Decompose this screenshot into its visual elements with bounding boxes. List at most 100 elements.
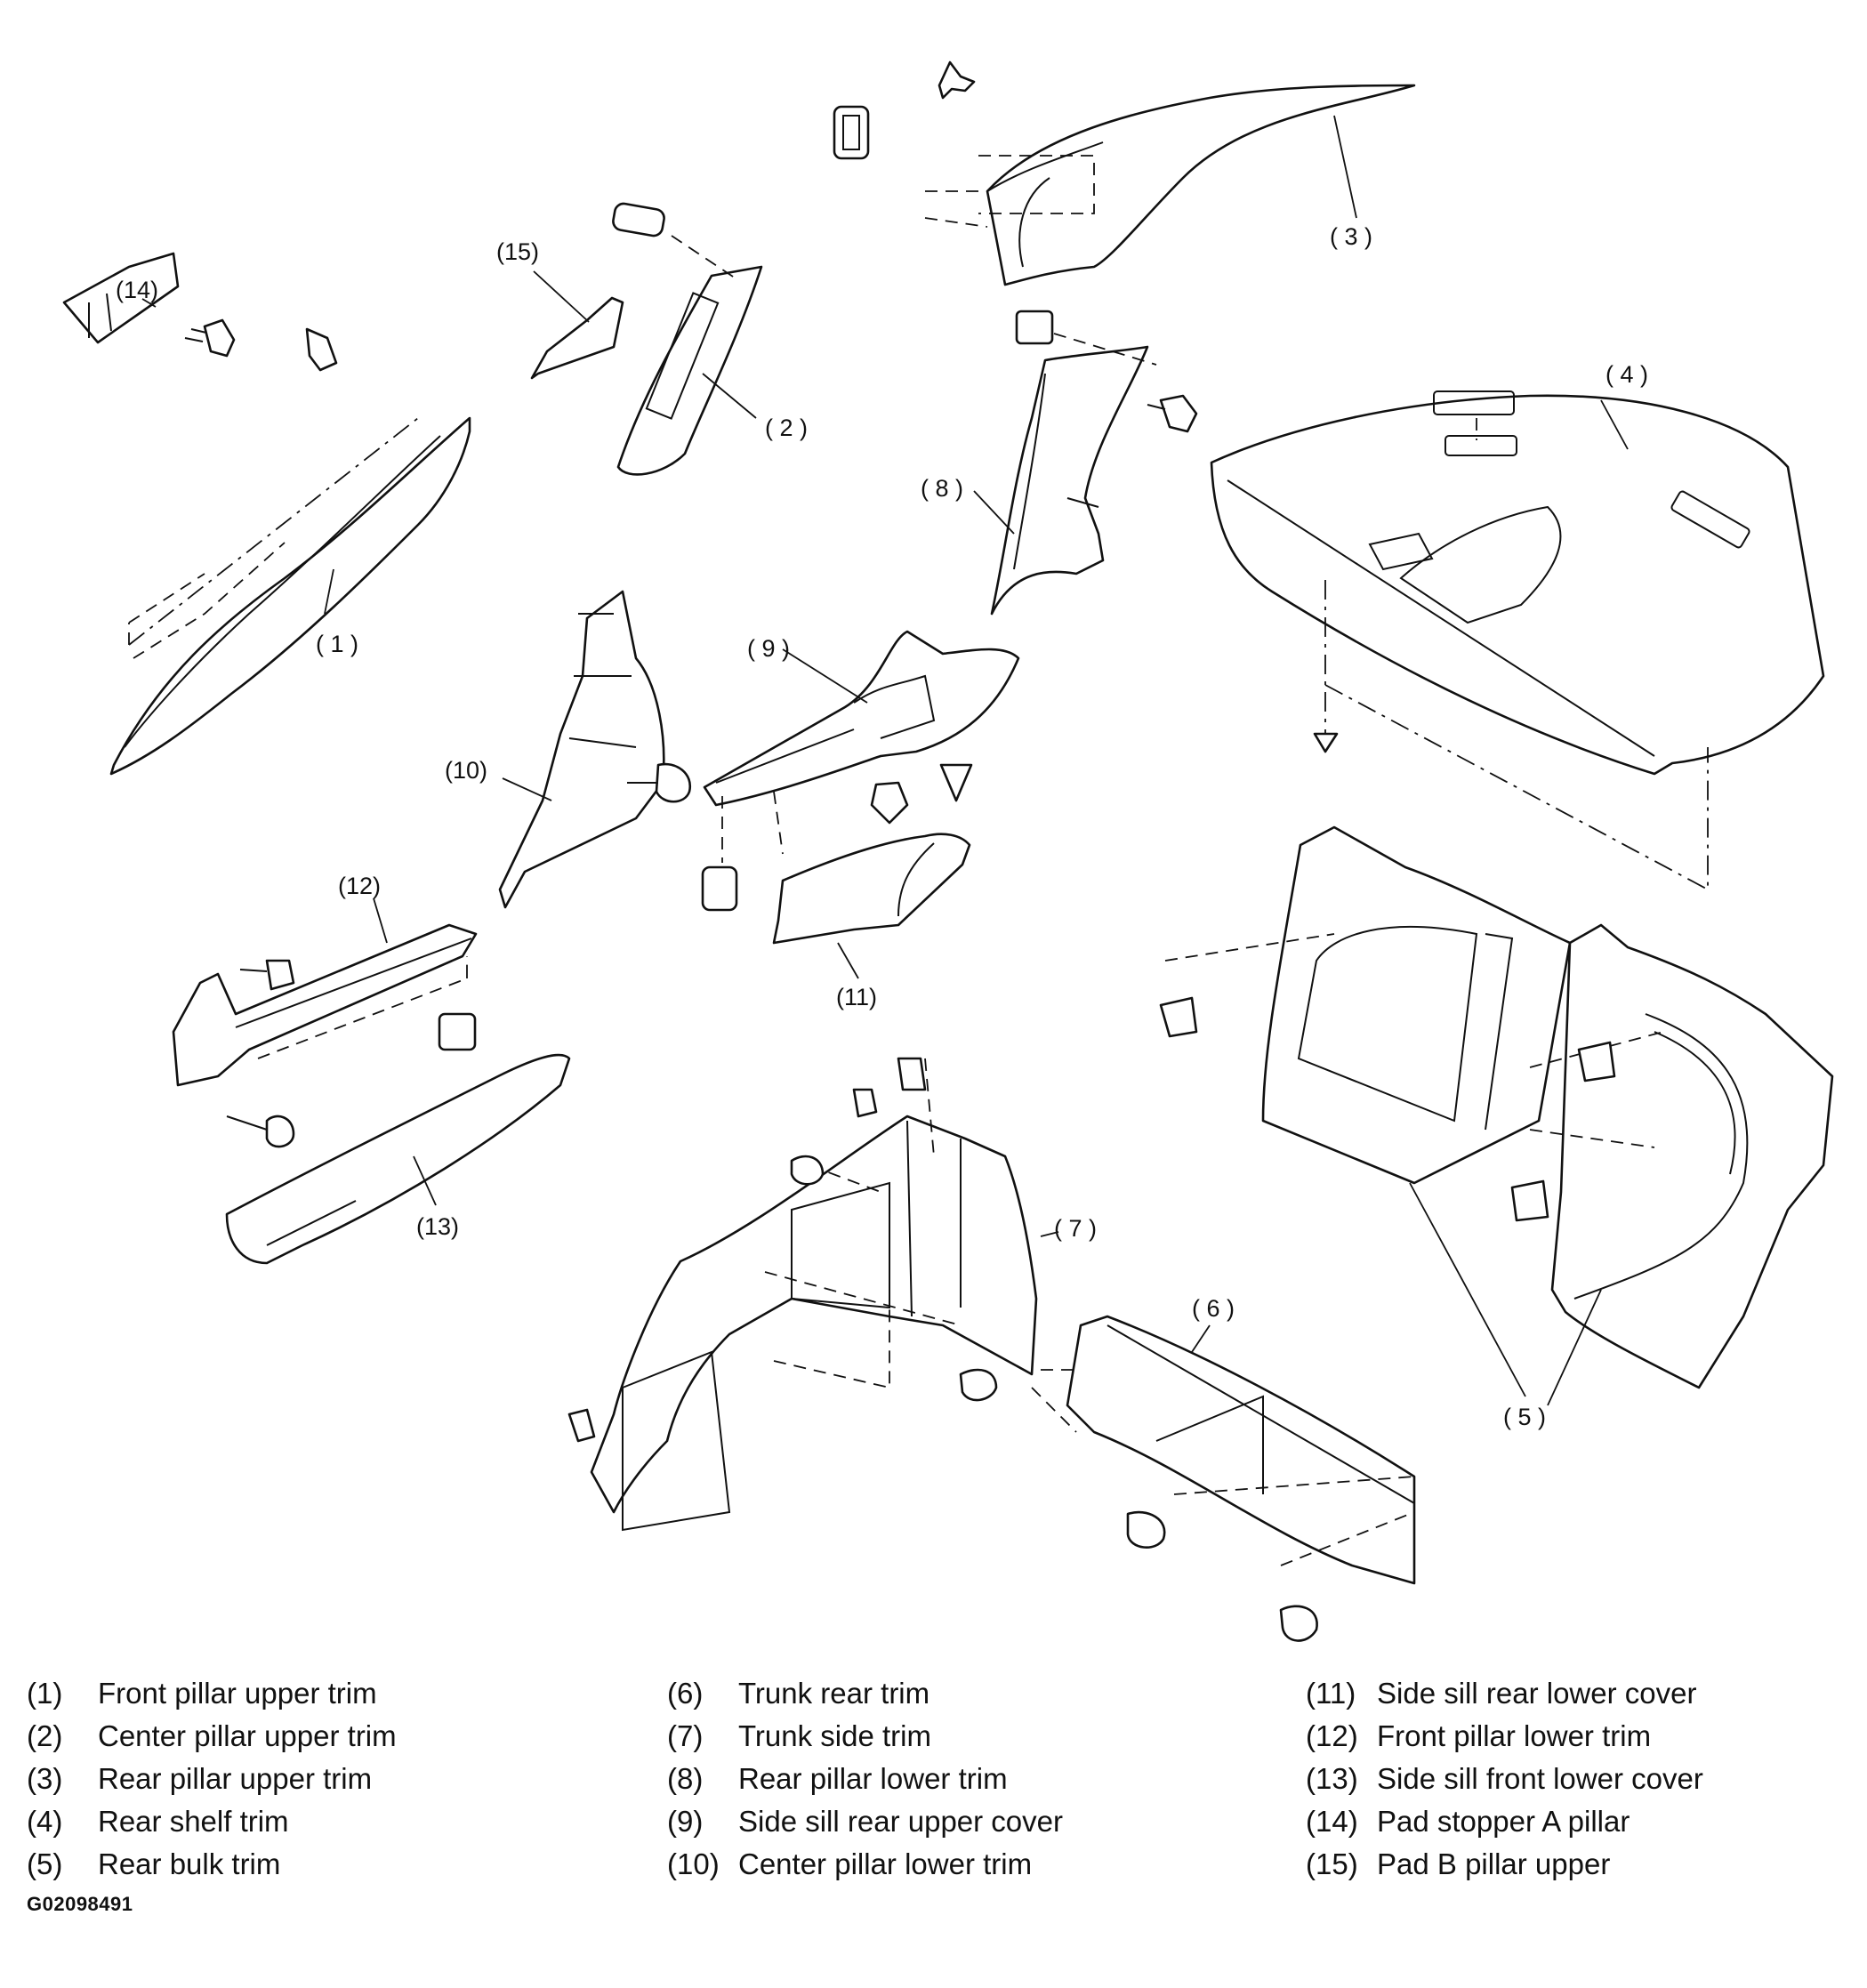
parts-legend: (1) Front pillar upper trim (2) Center pil… <box>27 1672 1841 1895</box>
legend-number: (15) <box>1306 1847 1358 1880</box>
legend-item: (13) Side sill front lower cover <box>1306 1758 1703 1800</box>
clip-1 <box>305 327 338 372</box>
legend-label: Side sill rear lower cover <box>1377 1677 1697 1710</box>
legend-number: (14) <box>1306 1805 1358 1838</box>
legend-label: Side sill rear upper cover <box>738 1805 1063 1838</box>
part-6-trunk-rear-trim <box>1031 1315 1416 1585</box>
part-11-side-sill-rear-lower-cover <box>772 833 971 979</box>
legend-label: Pad stopper A pillar <box>1377 1805 1630 1838</box>
callout-7: ( 7 ) <box>1054 1215 1097 1242</box>
callout-4: ( 4 ) <box>1605 361 1648 388</box>
part-2-center-pillar-upper-trim <box>616 235 763 476</box>
legend-label: Center pillar lower trim <box>738 1847 1033 1880</box>
legend-label: Rear bulk trim <box>98 1847 281 1880</box>
legend-item: (5) Rear bulk trim <box>27 1843 397 1886</box>
part-10-center-pillar-lower-trim <box>498 590 665 909</box>
legend-item: (3) Rear pillar upper trim <box>27 1758 397 1800</box>
legend-label: Rear pillar upper trim <box>98 1762 373 1795</box>
clip-5a <box>1159 996 1198 1038</box>
legend-item: (1) Front pillar upper trim <box>27 1672 397 1715</box>
clip-7d <box>567 1408 596 1443</box>
part-9-side-sill-rear-upper-cover <box>703 630 1020 863</box>
legend-label: Rear shelf trim <box>98 1805 289 1838</box>
figure-code: G02098491 <box>27 1893 133 1915</box>
clip-7c <box>959 1368 998 1402</box>
legend-label: Center pillar upper trim <box>98 1719 397 1752</box>
legend-label: Trunk side trim <box>738 1719 931 1752</box>
clip-2 <box>612 202 665 237</box>
legend-column-2: (6) Trunk rear trim (7)Trunk side trim (8… <box>667 1672 1063 1886</box>
part-5-rear-bulk-trim-left <box>1164 825 1572 1397</box>
part-15-pad-b-pillar-upper <box>530 270 624 380</box>
legend-item: (9) Side sill rear upper cover <box>667 1800 1063 1843</box>
legend-item: (15) Pad B pillar upper <box>1306 1843 1703 1886</box>
clip-12 <box>438 1012 477 1051</box>
callout-15: (15) <box>496 238 539 265</box>
callout-8: ( 8 ) <box>921 475 963 502</box>
part-13-side-sill-front-lower-cover <box>225 1053 571 1265</box>
part-14-pad-stopper <box>62 252 180 344</box>
callout-2: ( 2 ) <box>765 415 808 441</box>
legend-label: Trunk rear trim <box>738 1677 930 1710</box>
clip-7b <box>790 1155 825 1186</box>
legend-number: (2) <box>27 1719 63 1752</box>
legend-item: (8)Rear pillar lower trim <box>667 1758 1063 1800</box>
clip-3a <box>938 60 976 100</box>
part-4-rear-shelf-trim <box>1210 390 1825 891</box>
clip-9a <box>870 781 909 825</box>
legend-item: (10) Center pillar lower trim <box>667 1843 1063 1886</box>
legend-number: (9) <box>667 1805 704 1838</box>
legend-item: (2) Center pillar upper trim <box>27 1715 397 1758</box>
part-7-trunk-side-trim <box>590 1058 1059 1532</box>
clip-9b <box>939 763 973 802</box>
legend-number: (12) <box>1306 1719 1358 1752</box>
legend-column-1: (1) Front pillar upper trim (2) Center pil… <box>27 1672 397 1886</box>
screw-12a <box>239 959 295 991</box>
callout-6: ( 6 ) <box>1192 1295 1235 1322</box>
callout-14: (14) <box>116 277 158 303</box>
legend-item: (11) Side sill rear lower cover <box>1306 1672 1703 1715</box>
legend-label: Pad B pillar upper <box>1377 1847 1611 1880</box>
legend-number: (6) <box>667 1677 704 1710</box>
callout-11: (11) <box>836 984 877 1010</box>
part-1-front-pillar-upper-trim <box>109 416 471 776</box>
screw-10 <box>627 762 692 803</box>
legend-number: (10) <box>667 1847 720 1880</box>
screw-14 <box>184 318 236 358</box>
clip-6a <box>1126 1510 1166 1549</box>
clip-4 <box>1313 732 1339 753</box>
legend-number: (3) <box>27 1762 63 1795</box>
part-3-rear-pillar-upper-trim <box>924 84 1416 286</box>
legend-number: (1) <box>27 1677 63 1710</box>
clip-6b <box>1279 1605 1318 1642</box>
clip-5c <box>1510 1179 1549 1222</box>
clip-8 <box>1015 310 1054 345</box>
legend-label: Front pillar lower trim <box>1377 1719 1652 1752</box>
legend-label: Front pillar upper trim <box>98 1677 377 1710</box>
part-8-rear-pillar-lower-trim <box>973 333 1157 616</box>
legend-item: (6) Trunk rear trim <box>667 1672 1063 1715</box>
clip-9c <box>701 865 738 912</box>
callout-10: (10) <box>445 757 487 784</box>
legend-item: (4) Rear shelf trim <box>27 1800 397 1843</box>
part-5-rear-bulk-trim-right <box>1529 923 1834 1406</box>
screw-7 <box>852 1088 878 1118</box>
legend-item: (12) Front pillar lower trim <box>1306 1715 1703 1758</box>
clip-7a <box>897 1057 927 1091</box>
callout-9: ( 9 ) <box>747 635 790 662</box>
legend-label: Side sill front lower cover <box>1377 1762 1703 1795</box>
exploded-parts-diagram: ( 3 ) (14) (15) ( 2 ) ( 1 ) ( 4 ) ( 8 ) … <box>62 60 1834 1642</box>
callout-5: ( 5 ) <box>1503 1404 1546 1430</box>
legend-number: (8) <box>667 1762 704 1795</box>
screw-8 <box>1147 394 1198 433</box>
callout-12: (12) <box>338 873 381 899</box>
clip-5b <box>1577 1041 1616 1083</box>
part-12-front-pillar-lower-trim <box>172 897 478 1087</box>
legend-number: (5) <box>27 1847 63 1880</box>
legend-number: (13) <box>1306 1762 1358 1795</box>
legend-item: (7)Trunk side trim <box>667 1715 1063 1758</box>
legend-column-3: (11) Side sill rear lower cover (12) Front… <box>1306 1672 1703 1886</box>
legend-number: (4) <box>27 1805 63 1838</box>
legend-number: (11) <box>1306 1677 1356 1710</box>
callout-1: ( 1 ) <box>316 631 358 657</box>
